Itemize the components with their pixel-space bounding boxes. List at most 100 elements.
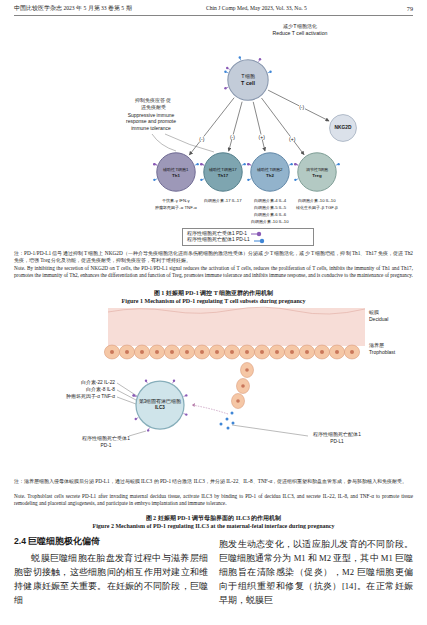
leader-line — [152, 134, 176, 151]
figure-caption: Figure 2 Mechanism of PD-1 regulating IL… — [14, 522, 413, 530]
node-text: NKG2D — [335, 125, 352, 131]
cytokine-label: 白细胞介素-10 IL-10 — [240, 219, 300, 224]
circle-shape — [157, 153, 195, 191]
edge-sign: (-) — [229, 135, 235, 140]
edge-sign: (-) — [199, 137, 205, 142]
effect-label: 减少T细胞活化 — [262, 23, 338, 30]
cell-nucleus — [140, 350, 144, 354]
node-text: 辅助性T细胞2 — [257, 167, 282, 173]
receptor-head — [147, 429, 149, 431]
cell-nucleus — [241, 384, 245, 388]
cell-nucleus — [305, 350, 309, 354]
cell-nucleus — [200, 350, 204, 354]
receptor-head — [196, 163, 198, 165]
cell-nucleus — [245, 368, 249, 372]
receptor-head — [185, 394, 187, 396]
receptor-head — [247, 163, 249, 165]
receptor-head — [226, 67, 228, 69]
figure-note: Note. By inhibiting the secretion of NKG… — [14, 265, 413, 280]
trophoblast-cell — [209, 345, 224, 359]
arrow-connector — [253, 102, 265, 151]
cell-nucleus — [215, 350, 219, 354]
receptor-head — [294, 163, 296, 165]
ligand-dot — [226, 418, 229, 421]
layer-label: Trophoblast — [369, 349, 395, 356]
invading-trophoblast — [232, 394, 245, 409]
cytokine-label: 肿瘤坏死因子-α TNF-α — [40, 394, 115, 400]
receptor-head — [294, 163, 296, 165]
receptor-head — [294, 179, 296, 181]
receptor-head — [247, 163, 249, 165]
cytokine-label: 白细胞介素-5 IL-5 — [240, 205, 300, 210]
receptor-head — [337, 163, 339, 165]
cell-nucleus — [185, 350, 189, 354]
node-text: Th1 — [163, 172, 188, 178]
invading-trophoblast — [241, 363, 254, 378]
trophoblast-layer — [104, 345, 359, 430]
decidua-edge — [108, 307, 365, 314]
circle-shape — [251, 153, 289, 191]
trophoblast-cell — [179, 345, 194, 359]
node-text: ILC3 — [139, 405, 182, 411]
legend-entry: 程序性细胞死亡配体1 PD-L1 — [187, 237, 309, 244]
receptor-head — [243, 163, 245, 165]
header-rule — [14, 15, 413, 16]
cell-nucleus — [335, 350, 339, 354]
legend-sample — [250, 231, 262, 237]
arrow-connector — [262, 98, 305, 155]
leader-line — [117, 383, 137, 396]
receptor-head — [239, 56, 241, 58]
receptor-head — [224, 71, 226, 73]
arrow-connector — [189, 98, 234, 155]
receptor-head — [185, 413, 187, 415]
cell-circle: T细胞T cell — [227, 59, 269, 101]
trophoblast-cell — [224, 345, 239, 359]
circle-shape — [204, 153, 242, 191]
cell-nucleus — [275, 350, 279, 354]
node-text-box: T细胞T cell — [241, 73, 255, 87]
effect-label: Suppressive immune response and promote … — [118, 112, 184, 131]
receptor-circle: NKG2D — [329, 114, 357, 142]
effect-label: 抑制免疫应答 促进免疫耐受 — [134, 97, 172, 111]
legend-stem — [251, 233, 257, 234]
receptor-head — [200, 163, 202, 165]
trophoblast-cell — [164, 345, 179, 359]
receptor-head — [290, 163, 292, 165]
invading-trophoblast — [237, 379, 250, 394]
legend-text: 程序性细胞死亡配体1 PD-L1 — [187, 237, 250, 244]
leader-line — [129, 431, 146, 436]
node-text-box: NKG2D — [335, 125, 352, 131]
cell-nucleus — [290, 350, 294, 354]
node-text-box: 辅助性T细胞17Th17 — [209, 167, 237, 178]
trophoblast-cell — [344, 345, 359, 359]
trophoblast-cell — [119, 345, 134, 359]
layer-label: 滋养层 — [369, 342, 384, 349]
node-text: Th17 — [209, 172, 237, 178]
journal-header: Chin J Comp Med, May 2023, Vol. 33, No. … — [206, 5, 307, 13]
receptor-head — [135, 418, 137, 420]
molecule-label: PD-1 — [80, 443, 132, 449]
cell-circle: 辅助性T细胞1Th1 — [156, 152, 196, 192]
trophoblast-cell — [239, 345, 254, 359]
receptor-head — [200, 179, 202, 181]
cell-nucleus — [125, 350, 129, 354]
body-text: 胞发生动态变化，以适应胎儿发育的不同阶段。巨噬细胞通常分为 M1 和 M2 亚型… — [219, 537, 413, 607]
trophoblast-cell — [329, 345, 344, 359]
figure-caption: Figure 1 Mechanism of PD-1 regulating T … — [14, 297, 413, 305]
arrow-head — [192, 403, 195, 407]
node-text-box: 第3组固有淋巴细胞ILC3 — [139, 399, 182, 410]
journal-header: 中国比较医学杂志 2023 年 5 月第 33 卷第 5 期 — [14, 5, 132, 13]
cell-nucleus — [155, 350, 159, 354]
cytokine-label: 干扰素-γ IFN-γ — [146, 198, 206, 203]
trophoblast-cell — [149, 345, 164, 359]
decidua-band — [108, 308, 365, 346]
leader-line — [165, 134, 214, 152]
page-number: 79 — [392, 5, 413, 13]
circle-shape — [136, 381, 184, 429]
figure-caption: 图 1 妊娠期 PD-1 调控 T 细胞亚群的作用机制 — [14, 289, 413, 297]
legend-text: 程序性细胞死亡受体1 PD-1 — [187, 231, 247, 238]
cell-circle: 第3组固有淋巴细胞ILC3 — [135, 380, 185, 430]
receptor-head — [153, 179, 155, 181]
receptor-head — [145, 380, 147, 382]
